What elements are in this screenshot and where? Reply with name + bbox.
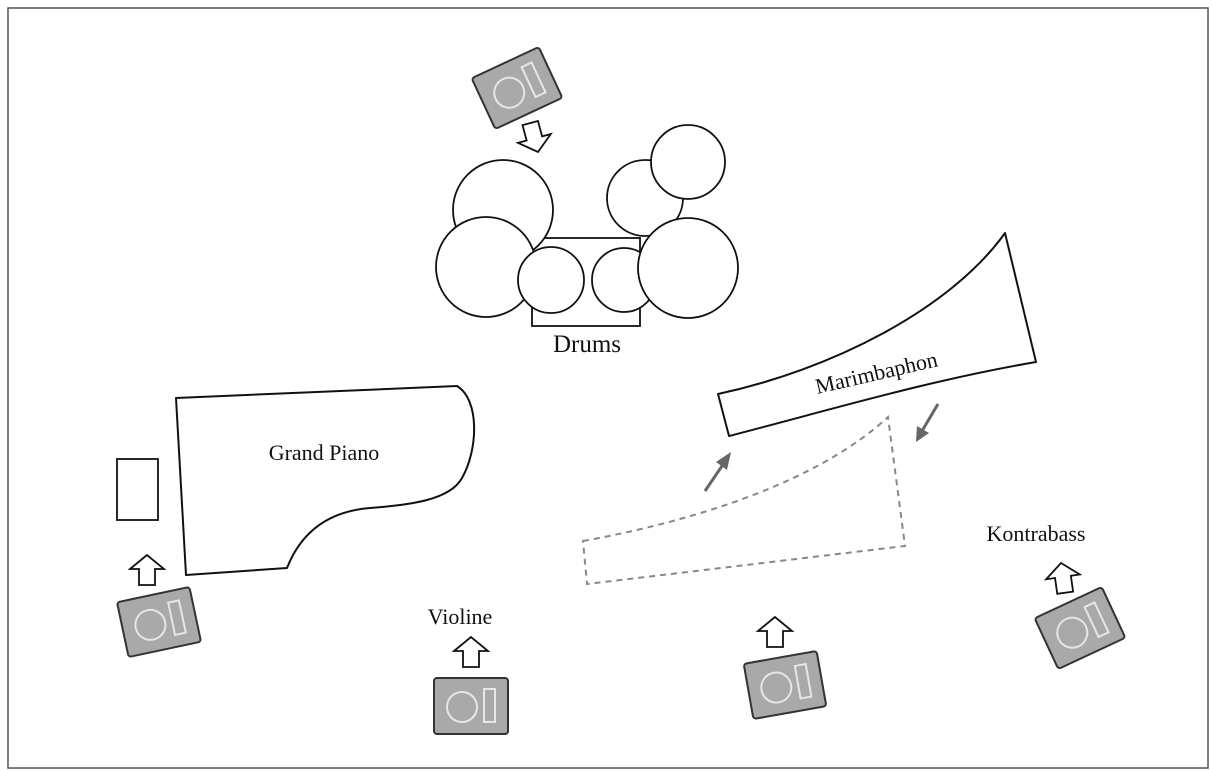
monitor-drums bbox=[470, 45, 564, 131]
marimbaphon-outline bbox=[717, 232, 1037, 437]
grand-piano-outline bbox=[175, 385, 476, 576]
drum-floor-tom-right bbox=[637, 217, 739, 319]
label-violine: Violine bbox=[428, 604, 493, 629]
move-arrow-left bbox=[703, 452, 731, 492]
label-kontrabass: Kontrabass bbox=[987, 521, 1086, 546]
diagram-frame bbox=[7, 7, 1209, 769]
monitor-violine bbox=[433, 677, 509, 735]
label-grand-piano: Grand Piano bbox=[269, 440, 380, 465]
move-arrow-right bbox=[916, 403, 940, 442]
monitor-piano bbox=[115, 585, 203, 659]
drum-tom-small-left bbox=[517, 246, 585, 314]
arrow-monitor-marimbaphon bbox=[757, 616, 793, 648]
arrow-monitor-piano bbox=[129, 554, 165, 586]
arrow-monitor-drums bbox=[512, 117, 556, 158]
monitor-kontrabass bbox=[1033, 585, 1127, 671]
drum-kit bbox=[435, 124, 739, 327]
piano-bench bbox=[116, 458, 159, 521]
label-drums: Drums bbox=[553, 331, 621, 358]
drum-cymbal-top bbox=[650, 124, 726, 200]
marimbaphon-moved-outline bbox=[581, 414, 907, 586]
arrow-monitor-violine bbox=[453, 636, 489, 668]
monitor-marimbaphon bbox=[742, 650, 828, 720]
arrow-monitor-kontrabass bbox=[1043, 559, 1083, 596]
